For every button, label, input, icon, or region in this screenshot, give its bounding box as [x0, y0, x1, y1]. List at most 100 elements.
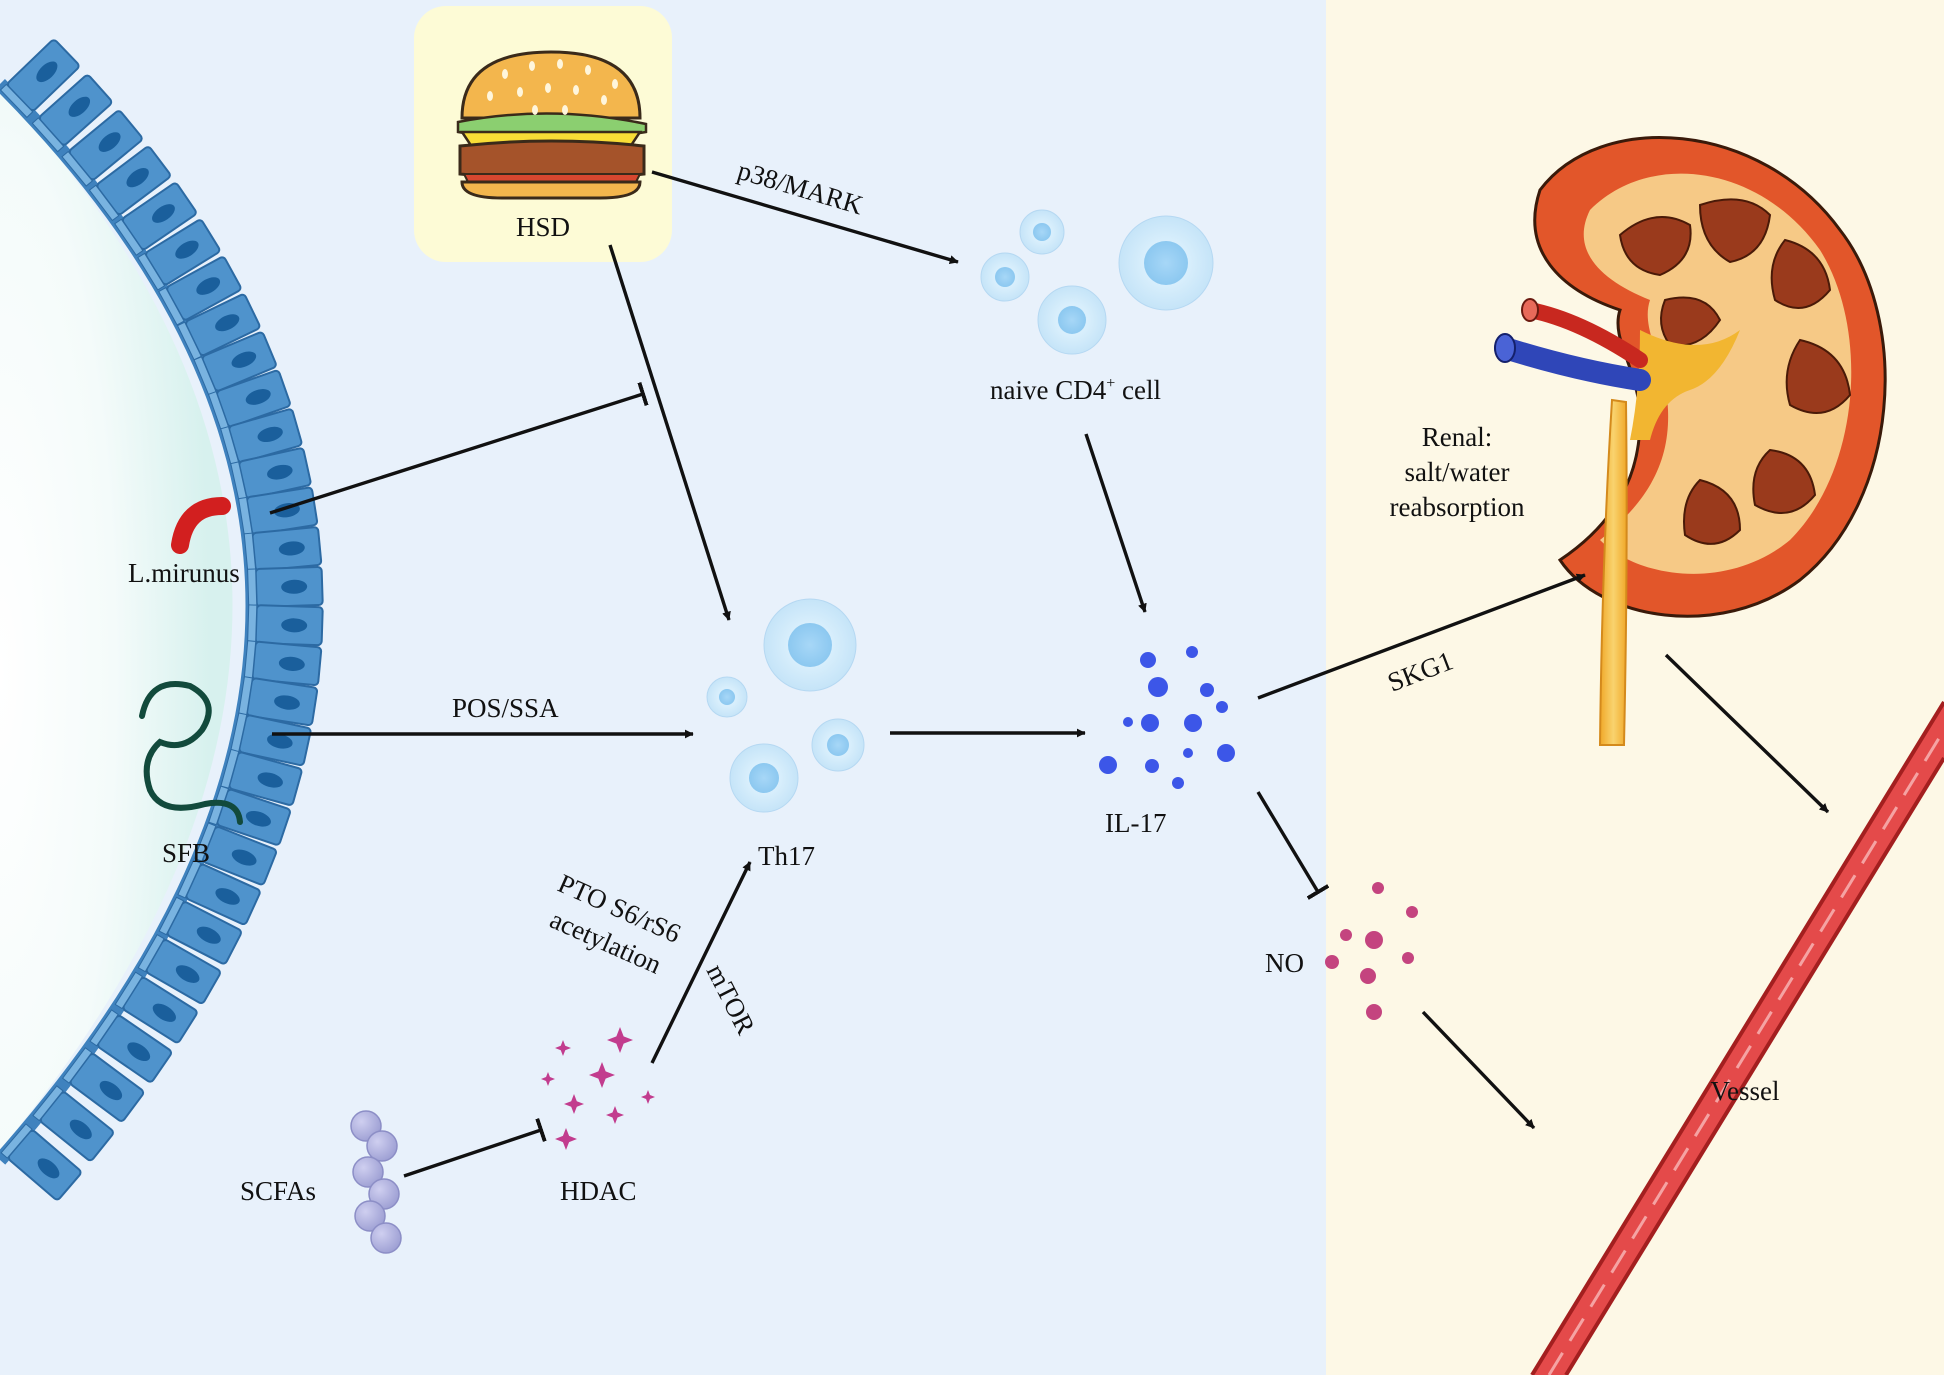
epithelial-cell: [238, 676, 319, 727]
arrow-il17-to-kidney: [1257, 573, 1586, 700]
renal-vein: [1494, 337, 1651, 391]
intestinal-epithelium: [0, 39, 324, 1201]
ureter: [1598, 398, 1628, 746]
cytokine-dots-icon: [1172, 777, 1184, 789]
inhibit-scfas-to-hdac: [403, 1117, 547, 1178]
no-dot: [1402, 952, 1414, 964]
renal-label-line1: Renal:: [1422, 422, 1492, 452]
epithelial-cell: [220, 748, 303, 806]
cytokine-dots-icon: [1183, 748, 1193, 758]
naive-cd4-cells: [980, 209, 1214, 355]
burger-icon: [456, 50, 648, 200]
inhibit-il17-to-no: [1256, 791, 1330, 900]
sfb-label: SFB: [162, 838, 210, 868]
cytokine-dots-icon: [1145, 759, 1159, 773]
no-dot: [1360, 968, 1376, 984]
renal-label-line2: salt/water: [1405, 457, 1510, 487]
epithelial-cell: [220, 408, 303, 466]
epithelial-cell: [243, 526, 323, 573]
epithelial-cell: [32, 1085, 114, 1162]
epithelial-cell: [243, 640, 323, 687]
arrow-hsd-to-naive-cd4: [651, 170, 959, 264]
epithelial-cell: [247, 566, 324, 608]
no-dot: [1365, 931, 1383, 949]
rod-bacterium-icon: [171, 497, 231, 554]
immune-cell-icon: [1019, 209, 1065, 255]
immune-cell-icon: [729, 743, 799, 813]
vessel-label: Vessel: [1711, 1076, 1780, 1106]
filamentous-bacterium-icon: [139, 681, 243, 825]
epithelial-cell: [61, 110, 143, 187]
arrow-kidney-to-vessel: [1664, 653, 1830, 814]
no-label: NO: [1265, 948, 1304, 978]
cytokine-dots-icon: [1216, 701, 1228, 713]
cytokine-dots-icon: [1184, 714, 1202, 732]
il17-label: IL-17: [1105, 808, 1166, 838]
scfa-bead: [352, 1156, 384, 1188]
scfas-label: SCFAs: [240, 1176, 316, 1206]
cytokine-dots-icon: [1186, 646, 1198, 658]
epithelial-cell: [158, 256, 242, 326]
cytokine-dots-icon: [1200, 683, 1214, 697]
immune-cell-icon: [1037, 285, 1107, 355]
epithelial-cell: [177, 859, 261, 926]
l-mirunus-label: L.mirunus: [128, 558, 240, 588]
epithelial-cell: [114, 182, 197, 256]
scfa-chain-icon: [350, 1110, 402, 1254]
cytokine-dots-icon: [1217, 744, 1235, 762]
hdac-star-icon: [607, 1027, 633, 1053]
scfa-bead: [370, 1222, 402, 1254]
scfa-bead: [354, 1200, 386, 1232]
hdac-star-icon: [555, 1128, 577, 1150]
epithelial-cell: [31, 74, 113, 153]
th17-cells: [706, 598, 865, 813]
arrow-hdac-to-th17: [650, 861, 752, 1064]
epithelial-cell: [0, 1123, 82, 1201]
renal-label-line3: reabsorption: [1390, 492, 1525, 522]
epithelial-cell: [193, 822, 277, 886]
scfa-bead: [366, 1130, 398, 1162]
no-dot: [1366, 1004, 1382, 1020]
cytokine-dots-icon: [1123, 717, 1133, 727]
immune-cell-icon: [811, 718, 865, 772]
renal-artery: [1522, 302, 1648, 368]
epithelial-cell: [137, 934, 221, 1005]
no-dot: [1340, 929, 1352, 941]
cytokine-dots-icon: [1148, 677, 1168, 697]
hdac-stars: [541, 1027, 655, 1150]
hdac-star-icon: [555, 1040, 571, 1056]
no-dot: [1325, 955, 1339, 969]
inhibit-l-mirunus: [269, 381, 649, 515]
blood-vessel-icon: [1530, 700, 1944, 1375]
epithelial-cell: [158, 896, 242, 965]
epithelial-cell: [114, 971, 198, 1044]
hsd-label: HSD: [516, 212, 570, 242]
epithelial-cell: [88, 146, 171, 222]
pos-ssa-label: POS/SSA: [452, 693, 559, 723]
cytokine-dots-icon: [1140, 652, 1156, 668]
no-dot: [1372, 882, 1384, 894]
hdac-star-icon: [541, 1072, 555, 1086]
epithelial-cells: [0, 39, 324, 1201]
arrow-hsd-to-th17: [608, 244, 731, 621]
th17-label: Th17: [758, 841, 815, 871]
no-dots: [1325, 882, 1418, 1020]
naive-cd4-label: naive CD4+ cell: [990, 375, 1161, 405]
epithelial-cell: [247, 604, 324, 647]
immune-cell-icon: [706, 676, 748, 718]
cytokine-dots-icon: [1141, 714, 1159, 732]
hdac-star-icon: [606, 1106, 624, 1124]
epithelial-cell: [89, 1009, 172, 1083]
hdac-label: HDAC: [560, 1176, 637, 1206]
epithelial-cell: [176, 293, 261, 361]
edges: [269, 170, 1830, 1178]
no-dot: [1406, 906, 1418, 918]
epithelial-cell: [61, 1047, 145, 1122]
arrow-no-to-vessel: [1421, 1010, 1536, 1130]
epithelial-cell: [137, 219, 221, 291]
kidney-icon: [1494, 136, 1887, 746]
immune-cell-icon: [980, 252, 1030, 302]
hdac-star-icon: [641, 1090, 655, 1104]
